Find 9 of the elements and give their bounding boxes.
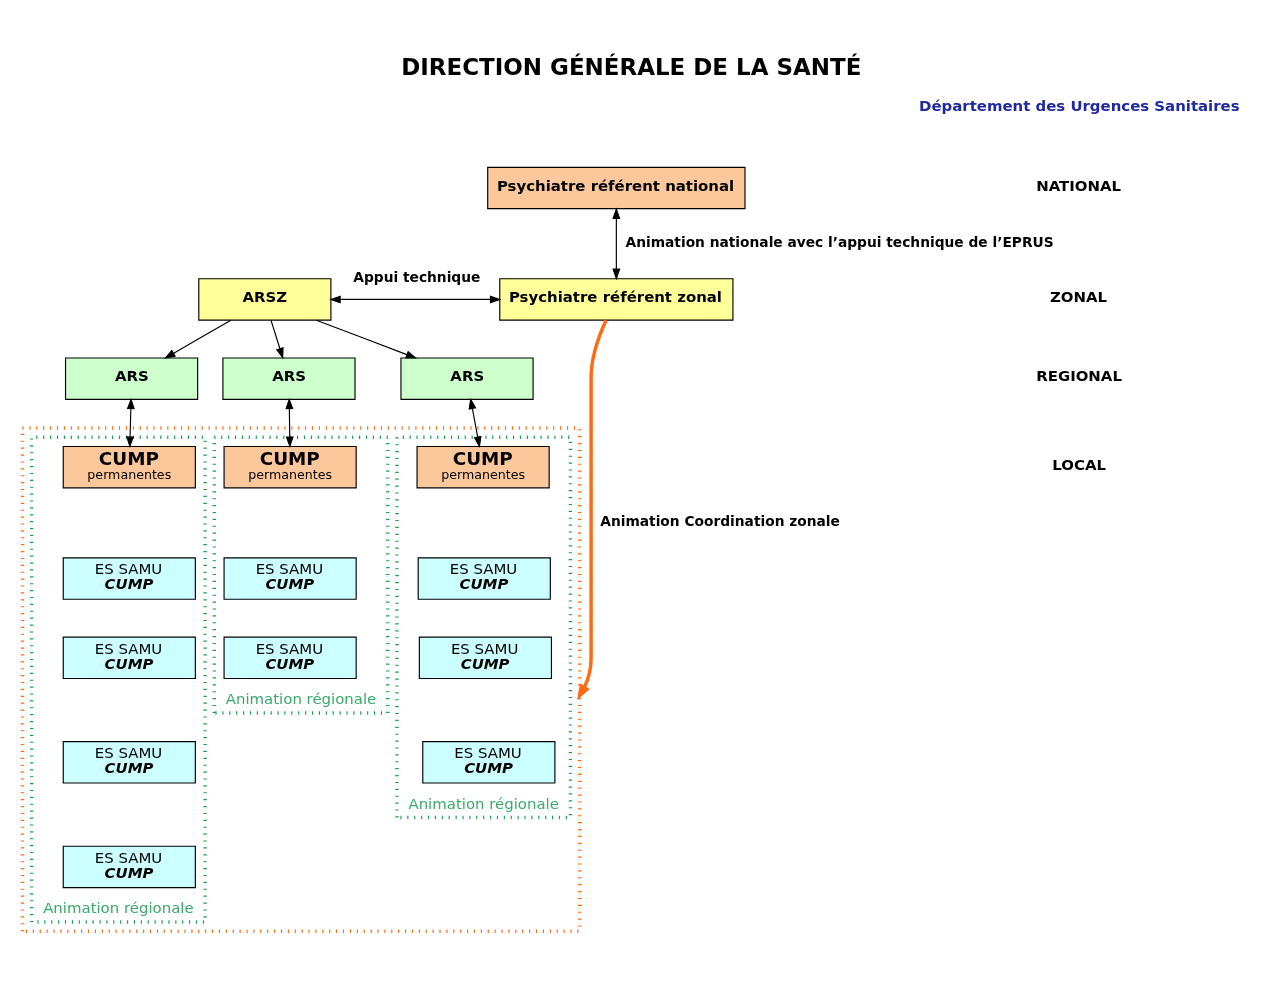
- edge-label: Animation Coordination zonale: [600, 512, 840, 529]
- label: LOCAL: [1052, 455, 1106, 474]
- edge-label: Animation nationale avec l’appui technique de l’EPRUS: [625, 233, 1054, 250]
- diagram-title: DIRECTION GÉNÉRALE DE LA SANTÉ: [401, 53, 862, 80]
- label: Département des Urgences Sanitaires: [919, 96, 1240, 115]
- label: NATIONAL: [1036, 176, 1122, 195]
- label: ZONAL: [1049, 287, 1108, 306]
- label: REGIONAL: [1036, 366, 1122, 385]
- edge-label: Appui technique: [353, 268, 481, 285]
